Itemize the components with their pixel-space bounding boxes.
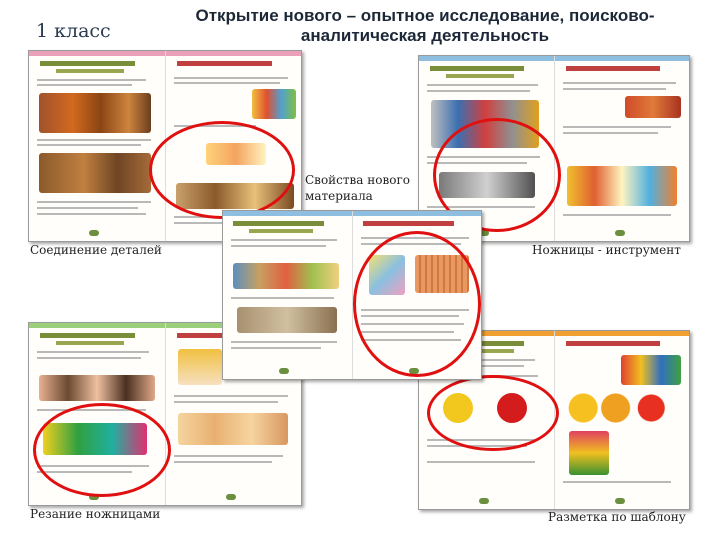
textbook-page-left [223,211,352,379]
textbook-page-right [554,331,689,509]
nature-materials-image [39,93,151,133]
caption-template: Разметка по шаблону [548,510,686,524]
caption-joining: Соединение деталей [30,243,162,257]
textbook-spread-joining [28,50,302,242]
textbook-spread-cutting [28,322,302,506]
caption-material-properties: Свойства нового материала [305,173,410,203]
textbook-spread-material-properties [222,210,482,380]
textbook-spread-scissors [418,55,690,242]
highlight-circle [33,403,171,497]
paper-strips-image [567,166,677,206]
caption-cutting: Резание ножницами [30,507,161,521]
caption-scissors-tool: Ножницы - инструмент [532,243,681,257]
highlight-circle [433,118,561,232]
cones-image [39,153,151,193]
children-photos-image [39,375,155,401]
leaves-image [625,96,681,118]
paper-dolls-image [178,413,288,445]
doll-figure-image [178,349,222,385]
highlight-circle [353,231,481,377]
page-title: Открытие нового – опытное исследование, … [195,6,655,45]
template-shapes-image [621,355,681,385]
textbook-page-right [554,56,689,241]
material-samples-image [233,263,339,289]
crafts-image [237,307,337,333]
tools-image [252,89,296,119]
flower-bouquet-image [569,431,609,475]
yellow-flowers-image [567,393,675,423]
textbook-page-left [29,51,165,241]
highlight-circle [427,375,559,451]
highlight-circle [149,121,295,219]
grade-label: 1 класс [36,20,111,42]
